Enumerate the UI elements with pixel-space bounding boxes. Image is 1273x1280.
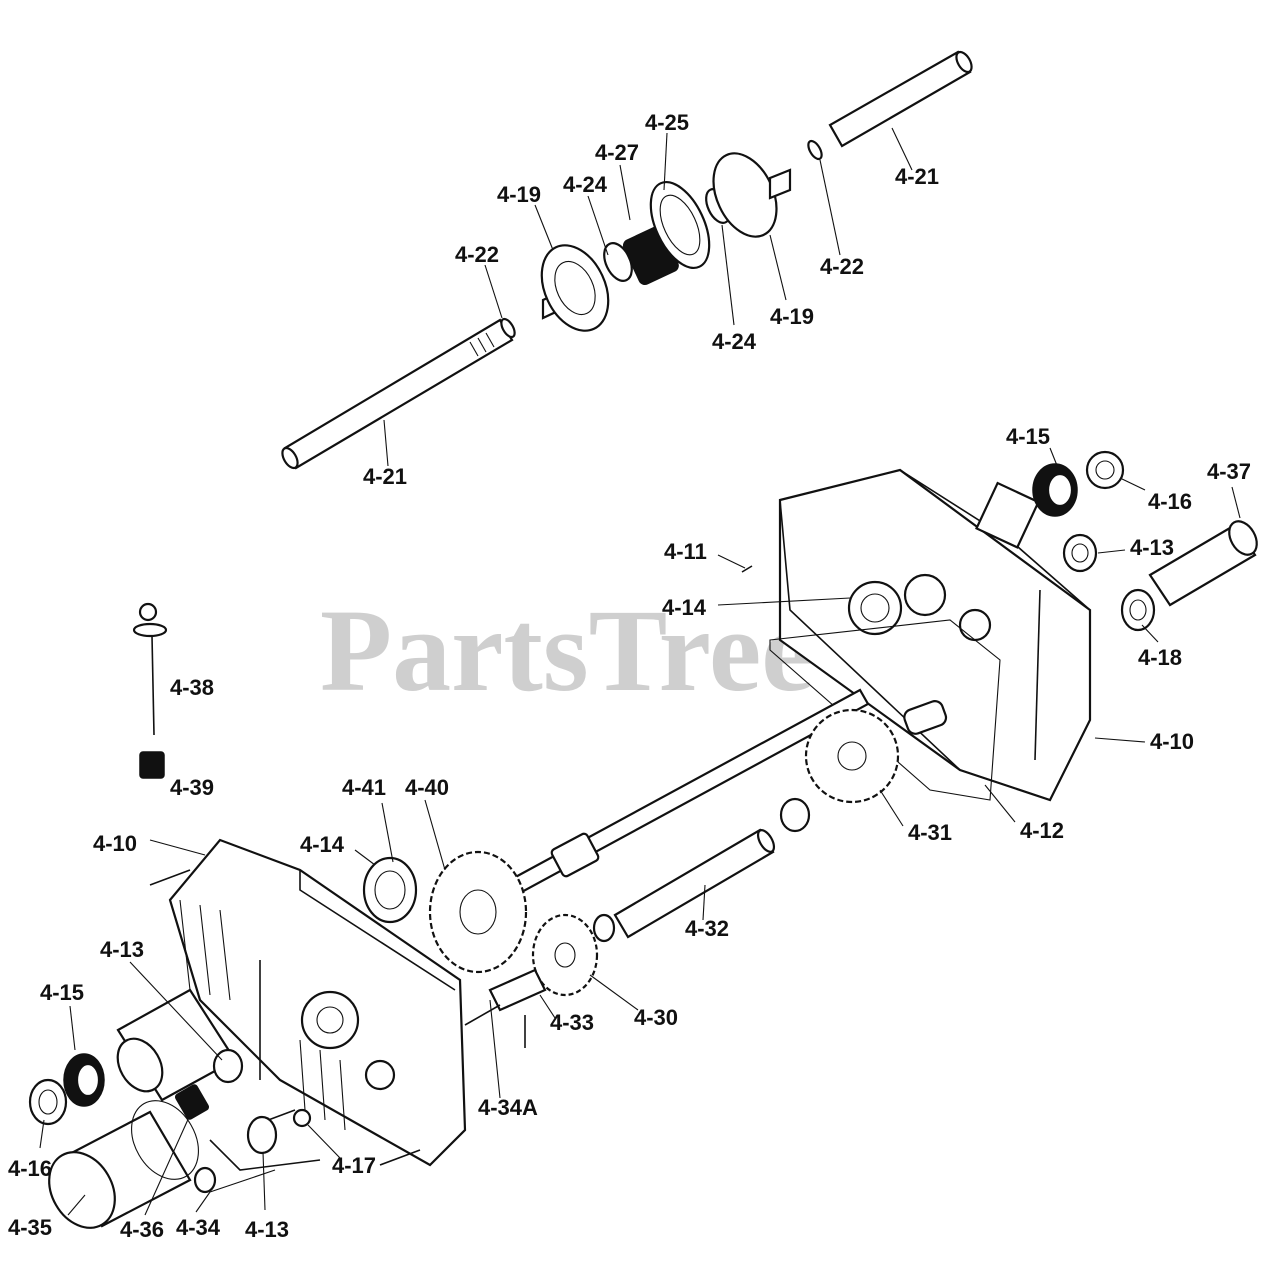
- axle-shaft-left: [283, 318, 514, 470]
- right-case-half: [769, 468, 1092, 802]
- washer-4-17: [292, 1108, 312, 1128]
- gear-4-40: [428, 850, 528, 974]
- bearing-seat: [847, 580, 903, 636]
- case-housing-right: [778, 468, 1092, 802]
- callout-4-14-upper: 4-14: [662, 595, 707, 620]
- callout-4-12: 4-12: [1020, 818, 1064, 843]
- callout-4-37: 4-37: [1207, 459, 1251, 484]
- callout-4-38: 4-38: [170, 675, 214, 700]
- callout-4-35: 4-35: [8, 1215, 52, 1240]
- callout-labels: 4-21 4-25 4-27 4-24 4-19 4-22 4-22 4-19 …: [8, 110, 1251, 1242]
- callout-4-13-left: 4-13: [100, 937, 144, 962]
- callout-4-31: 4-31: [908, 820, 952, 845]
- callout-4-21-lower: 4-21: [363, 464, 407, 489]
- snap-ring-gear: [779, 797, 811, 833]
- callout-4-15-lower: 4-15: [40, 980, 84, 1005]
- callout-4-22-right: 4-22: [820, 254, 864, 279]
- fitting: [174, 1084, 210, 1120]
- callout-4-10-right: 4-10: [1150, 729, 1194, 754]
- dipstick-rod: [151, 635, 155, 736]
- callout-4-25: 4-25: [645, 110, 689, 135]
- callout-4-13-right: 4-13: [1130, 535, 1174, 560]
- bore-left: [300, 990, 360, 1050]
- axle-shaft-right: [828, 50, 972, 148]
- callout-4-40: 4-40: [405, 775, 449, 800]
- upper-axle-assembly: [281, 50, 973, 470]
- oil-seal-right: [1085, 450, 1125, 490]
- ring-gear: [649, 180, 711, 270]
- bushing-lower: [246, 1115, 278, 1155]
- callout-4-24-upper: 4-24: [563, 172, 608, 197]
- gasket: [769, 619, 1001, 801]
- gear-train: [362, 688, 900, 1048]
- callout-4-24-lower: 4-24: [712, 329, 757, 354]
- callout-4-11: 4-11: [664, 539, 707, 564]
- right-small-parts: [741, 450, 1258, 632]
- callout-4-19-right: 4-19: [770, 304, 814, 329]
- left-case-half: [116, 838, 467, 1167]
- shift-fork: [488, 968, 547, 1012]
- oil-seal-left: [28, 1078, 68, 1126]
- plug: [139, 751, 165, 779]
- snap-ring-left: [500, 317, 516, 339]
- callout-4-32: 4-32: [685, 916, 729, 941]
- callout-4-21-upper: 4-21: [895, 164, 939, 189]
- callout-4-13-bottom: 4-13: [245, 1217, 289, 1242]
- bolt: [149, 869, 191, 886]
- lower-left-parts: [28, 602, 501, 1229]
- dipstick-handle: [138, 602, 158, 622]
- callout-4-16-left: 4-16: [8, 1156, 52, 1181]
- callout-4-10-left: 4-10: [93, 831, 137, 856]
- callout-4-34A: 4-34A: [478, 1095, 538, 1120]
- watermark-text: PartsTree: [320, 585, 814, 716]
- callout-4-19-left: 4-19: [497, 182, 541, 207]
- gear-4-30: [531, 913, 599, 997]
- bearing-4-41: [362, 856, 418, 924]
- callout-4-14-lower: 4-14: [300, 832, 345, 857]
- sleeve: [1148, 523, 1257, 607]
- bushing-right: [1062, 533, 1098, 573]
- needle-bearing-right: [1120, 588, 1156, 632]
- callout-4-17: 4-17: [332, 1153, 376, 1178]
- callout-4-39: 4-39: [170, 775, 214, 800]
- callout-4-27: 4-27: [595, 140, 639, 165]
- callout-4-18: 4-18: [1138, 645, 1182, 670]
- leader-lines: [39, 127, 1241, 1216]
- callout-4-41: 4-41: [342, 775, 386, 800]
- callout-4-22-left: 4-22: [455, 242, 499, 267]
- callout-4-34: 4-34: [176, 1215, 221, 1240]
- callout-4-36: 4-36: [120, 1217, 164, 1242]
- snap-ring-right: [807, 139, 823, 161]
- callout-4-16-right: 4-16: [1148, 489, 1192, 514]
- valve-lever: [193, 1166, 217, 1194]
- callout-4-15-upper: 4-15: [1006, 424, 1050, 449]
- callout-4-33: 4-33: [550, 1010, 594, 1035]
- gear-4-31: [804, 708, 900, 804]
- callout-4-30: 4-30: [634, 1005, 678, 1030]
